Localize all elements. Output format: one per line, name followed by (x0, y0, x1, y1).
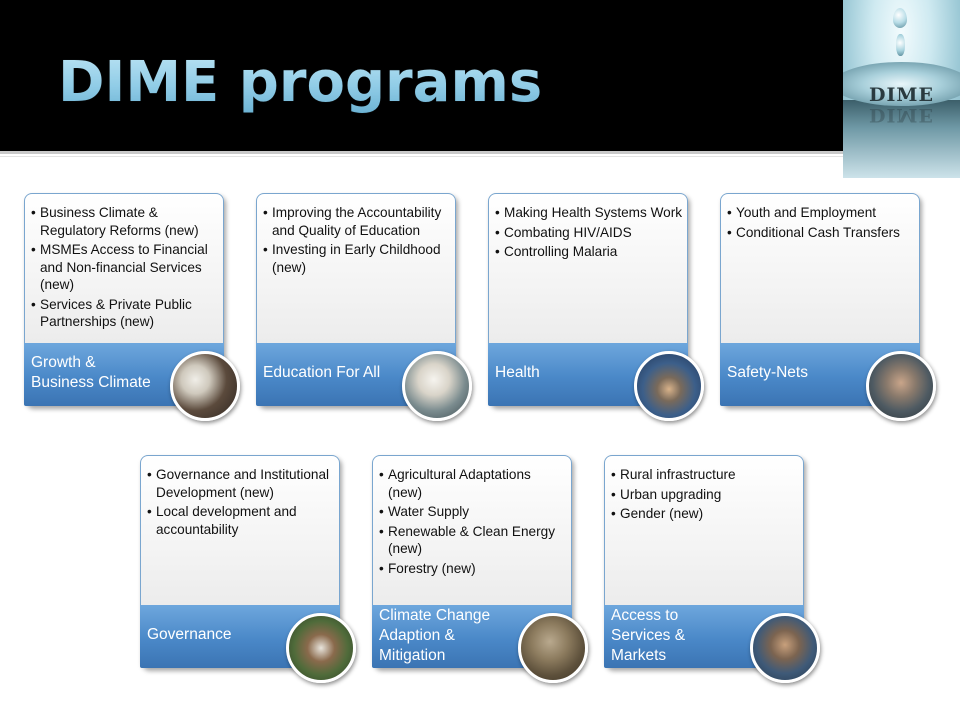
program-card-growth: Business Climate & Regulatory Reforms (n… (24, 193, 224, 406)
dime-logo: DIME DIME (843, 0, 960, 178)
photo-village-house (286, 613, 356, 683)
card-body: Business Climate & Regulatory Reforms (n… (24, 193, 224, 344)
photo-youth (866, 351, 936, 421)
water-drop-icon (896, 34, 905, 56)
program-card-safety-nets: Youth and Employment Conditional Cash Tr… (720, 193, 920, 406)
program-item: Renewable & Clean Energy (new) (379, 523, 567, 558)
program-list: Agricultural Adaptations (new) Water Sup… (379, 466, 567, 579)
program-card-health: Making Health Systems Work Combating HIV… (488, 193, 688, 406)
program-list: Making Health Systems Work Combating HIV… (495, 204, 683, 263)
photo-business-worker (170, 351, 240, 421)
program-item: Controlling Malaria (495, 243, 683, 261)
program-item: Agricultural Adaptations (new) (379, 466, 567, 501)
program-list: Rural infrastructure Urban upgrading Gen… (611, 466, 799, 525)
card-body: Youth and Employment Conditional Cash Tr… (720, 193, 920, 344)
water-drop-icon (893, 8, 907, 28)
card-label: Governance (147, 625, 277, 645)
program-item: Forestry (new) (379, 560, 567, 578)
slide-title: DIME programs (58, 50, 542, 116)
program-item: Investing in Early Childhood (new) (263, 241, 451, 276)
program-item: Youth and Employment (727, 204, 915, 222)
photo-farmer (518, 613, 588, 683)
program-card-access-services: Rural infrastructure Urban upgrading Gen… (604, 455, 804, 668)
program-item: Local development and accountability (147, 503, 335, 538)
card-label: Safety-Nets (727, 363, 857, 383)
program-list: Governance and Institutional Development… (147, 466, 335, 540)
program-card-climate-change: Agricultural Adaptations (new) Water Sup… (372, 455, 572, 668)
logo-text-reflection: DIME (843, 104, 960, 126)
logo-text: DIME (843, 84, 960, 106)
card-body: Governance and Institutional Development… (140, 455, 340, 606)
card-label: Education For All (263, 363, 393, 383)
card-body: Making Health Systems Work Combating HIV… (488, 193, 688, 344)
card-label: Access to Services & Markets (611, 606, 741, 666)
program-item: Making Health Systems Work (495, 204, 683, 222)
program-card-governance: Governance and Institutional Development… (140, 455, 340, 668)
program-item: Services & Private Public Partnerships (… (31, 296, 219, 331)
program-item: Gender (new) (611, 505, 799, 523)
program-item: Business Climate & Regulatory Reforms (n… (31, 204, 219, 239)
program-item: Water Supply (379, 503, 567, 521)
program-card-education: Improving the Accountability and Quality… (256, 193, 456, 406)
program-item: Urban upgrading (611, 486, 799, 504)
divider-line-thin (0, 156, 960, 157)
card-label: Health (495, 363, 625, 383)
photo-market-crowd (750, 613, 820, 683)
photo-mosquito-net (634, 351, 704, 421)
card-body: Agricultural Adaptations (new) Water Sup… (372, 455, 572, 606)
program-item: MSMEs Access to Financial and Non-financ… (31, 241, 219, 294)
program-list: Improving the Accountability and Quality… (263, 204, 451, 278)
card-label: Growth & Business Climate (31, 353, 161, 393)
card-body: Rural infrastructure Urban upgrading Gen… (604, 455, 804, 606)
photo-students (402, 351, 472, 421)
program-list: Youth and Employment Conditional Cash Tr… (727, 204, 915, 243)
card-body: Improving the Accountability and Quality… (256, 193, 456, 344)
card-label: Climate Change Adaption & Mitigation (379, 606, 509, 666)
program-item: Rural infrastructure (611, 466, 799, 484)
program-item: Conditional Cash Transfers (727, 224, 915, 242)
program-item: Governance and Institutional Development… (147, 466, 335, 501)
program-item: Improving the Accountability and Quality… (263, 204, 451, 239)
program-list: Business Climate & Regulatory Reforms (n… (31, 204, 219, 333)
divider-line (0, 151, 960, 154)
program-item: Combating HIV/AIDS (495, 224, 683, 242)
